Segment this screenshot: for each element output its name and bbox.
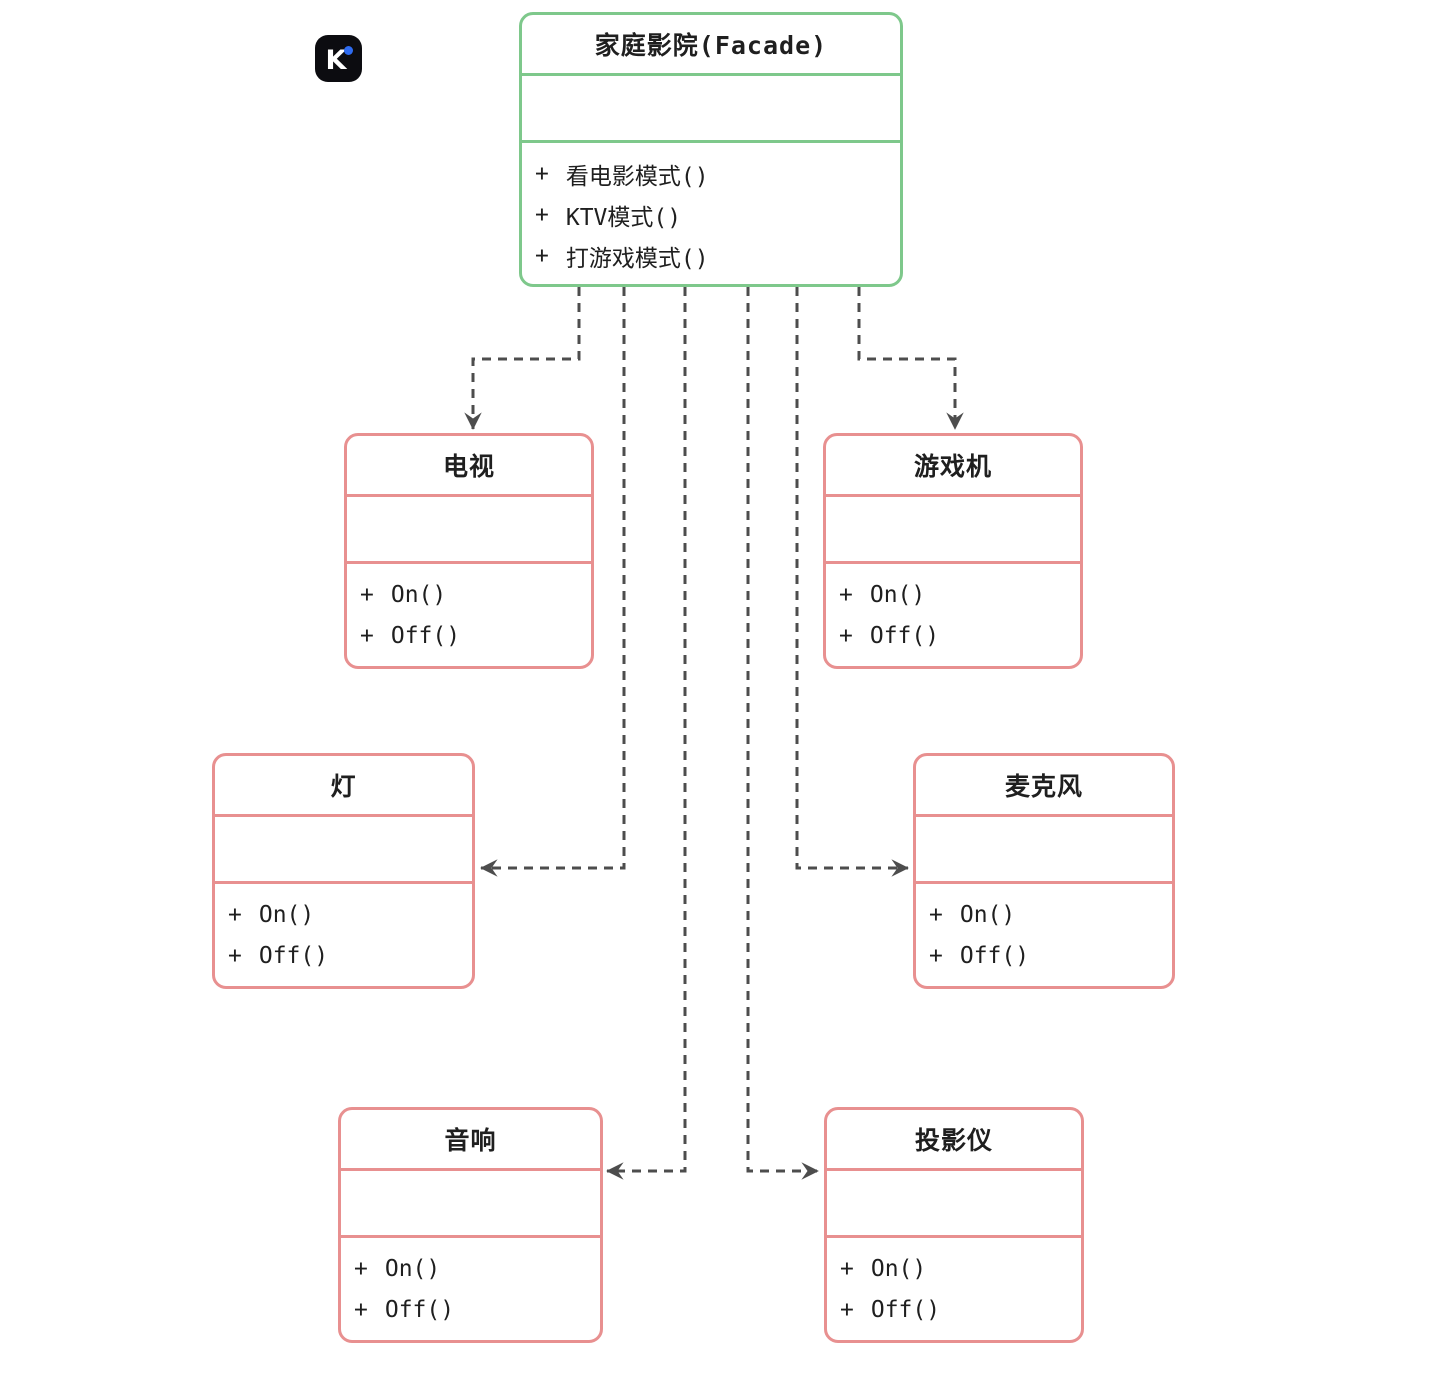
class-box-mic: 麦克风 + On() + Off() (913, 753, 1175, 989)
method-row: + On() (228, 894, 462, 935)
method-row: + On() (840, 1248, 1071, 1289)
class-attributes-section (826, 497, 1080, 564)
method-row: + Off() (929, 935, 1162, 976)
method-signature: 看电影模式() (565, 163, 709, 190)
class-methods-section: + On() + Off() (826, 564, 1080, 656)
logo-dot-icon (344, 46, 353, 55)
method-signature: Off() (869, 622, 940, 649)
method-signature: Off() (959, 942, 1030, 969)
class-box-tv: 电视 + On() + Off() (344, 433, 594, 669)
method-signature: KTV模式() (565, 204, 682, 231)
method-signature: Off() (384, 1296, 455, 1323)
class-methods-section: + On() + Off() (215, 884, 472, 976)
method-signature: On() (869, 581, 926, 608)
method-row: + On() (929, 894, 1162, 935)
method-row: + Off() (360, 615, 581, 656)
method-visibility: + (839, 622, 853, 649)
class-title: 游戏机 (826, 436, 1080, 497)
method-row: + Off() (839, 615, 1070, 656)
method-signature: On() (384, 1255, 441, 1282)
method-visibility: + (840, 1255, 854, 1282)
dependency-arrow-projector (746, 287, 819, 1180)
app-logo: K (315, 35, 362, 82)
class-title: 家庭影院(Facade) (522, 15, 900, 76)
dependency-arrow-tv (464, 287, 581, 430)
class-methods-section: + On() + Off() (341, 1238, 600, 1330)
class-box-facade: 家庭影院(Facade) + 看电影模式() + KTV模式() + 打游戏模式… (519, 12, 903, 287)
class-title: 灯 (215, 756, 472, 817)
class-methods-section: + On() + Off() (347, 564, 591, 656)
class-methods-section: + 看电影模式() + KTV模式() + 打游戏模式() (522, 143, 900, 276)
class-attributes-section (347, 497, 591, 564)
class-attributes-section (215, 817, 472, 884)
method-visibility: + (228, 942, 242, 969)
method-visibility: + (354, 1255, 368, 1282)
method-signature: Off() (390, 622, 461, 649)
class-title: 投影仪 (827, 1110, 1081, 1171)
class-box-speaker: 音响 + On() + Off() (338, 1107, 603, 1343)
class-attributes-section (522, 76, 900, 143)
logo-letter: K (325, 44, 347, 76)
method-row: + KTV模式() (535, 194, 890, 235)
method-visibility: + (535, 160, 549, 187)
method-row: + Off() (228, 935, 462, 976)
method-visibility: + (929, 942, 943, 969)
method-signature: Off() (258, 942, 329, 969)
method-visibility: + (535, 201, 549, 228)
method-row: + On() (354, 1248, 590, 1289)
class-title: 电视 (347, 436, 591, 497)
class-box-light: 灯 + On() + Off() (212, 753, 475, 989)
method-signature: On() (870, 1255, 927, 1282)
class-box-console: 游戏机 + On() + Off() (823, 433, 1083, 669)
method-visibility: + (839, 581, 853, 608)
method-signature: Off() (870, 1296, 941, 1323)
class-methods-section: + On() + Off() (916, 884, 1172, 976)
method-visibility: + (360, 581, 374, 608)
dependency-arrow-speaker (606, 287, 687, 1180)
method-signature: On() (390, 581, 447, 608)
class-attributes-section (916, 817, 1172, 884)
method-visibility: + (840, 1296, 854, 1323)
method-signature: 打游戏模式() (565, 245, 709, 272)
method-row: + On() (360, 574, 581, 615)
dependency-arrow-console (857, 287, 964, 430)
method-signature: On() (959, 901, 1016, 928)
class-box-projector: 投影仪 + On() + Off() (824, 1107, 1084, 1343)
method-visibility: + (535, 242, 549, 269)
method-visibility: + (354, 1296, 368, 1323)
class-title: 麦克风 (916, 756, 1172, 817)
method-row: + 打游戏模式() (535, 235, 890, 276)
method-visibility: + (228, 901, 242, 928)
method-visibility: + (360, 622, 374, 649)
dependency-arrow-light (480, 287, 626, 877)
method-row: + Off() (354, 1289, 590, 1330)
class-attributes-section (341, 1171, 600, 1238)
method-row: + On() (839, 574, 1070, 615)
dependency-arrow-mic (795, 287, 909, 877)
method-signature: On() (258, 901, 315, 928)
method-row: + 看电影模式() (535, 153, 890, 194)
method-row: + Off() (840, 1289, 1071, 1330)
class-methods-section: + On() + Off() (827, 1238, 1081, 1330)
class-attributes-section (827, 1171, 1081, 1238)
method-visibility: + (929, 901, 943, 928)
class-title: 音响 (341, 1110, 600, 1171)
